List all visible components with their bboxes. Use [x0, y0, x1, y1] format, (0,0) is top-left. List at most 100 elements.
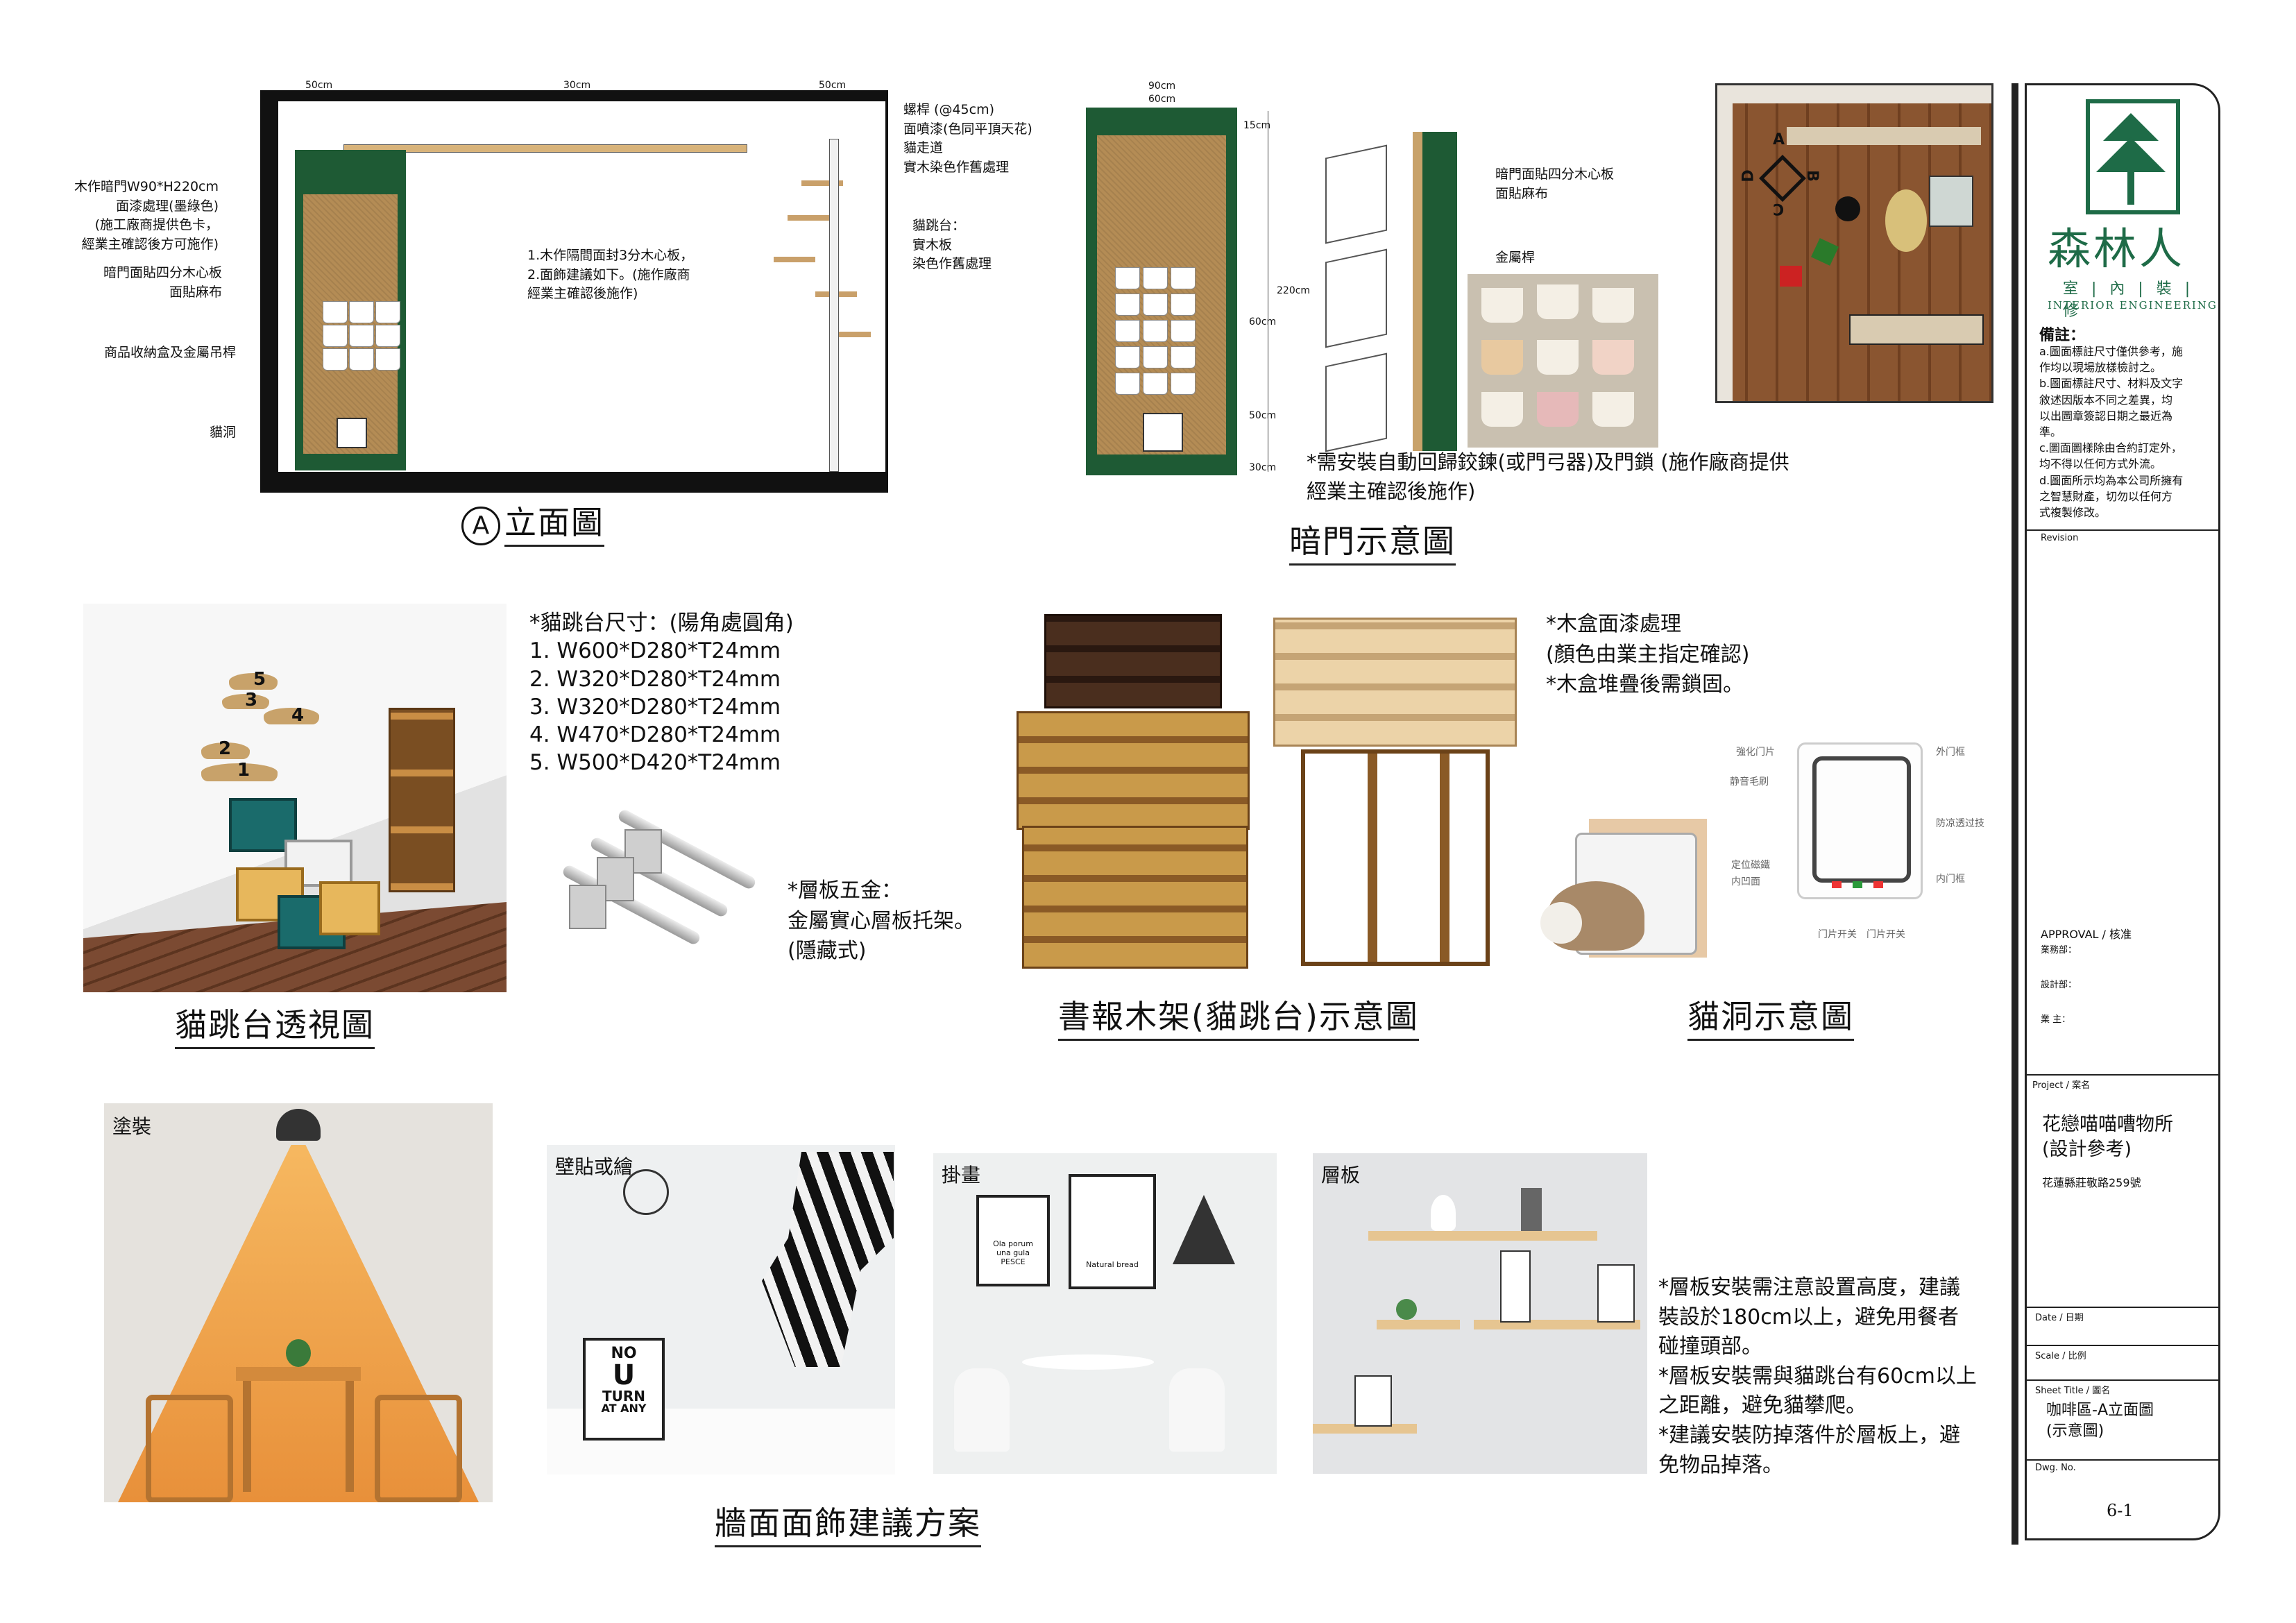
wall-shelf-photo: 層板 [1313, 1153, 1647, 1474]
approval-label: APPROVAL / 核准 [2041, 928, 2132, 941]
logo-text: 森林人 [2048, 223, 2186, 274]
crate-photo-dark-stack [1017, 614, 1252, 971]
revision-label: Revision [2041, 533, 2079, 543]
elevation-label-bins: 商品收納盒及金屬吊桿 [103, 345, 236, 360]
cat-step-3 [222, 694, 269, 709]
cat-platform-spec-item-3: 3. W320*D280*T24mm [529, 694, 781, 720]
cat-door-photo [1533, 742, 1707, 971]
cat-door-title: 貓洞示意圖 [1687, 999, 1854, 1041]
elevation-dim-3: 50cm [819, 80, 847, 91]
hidden-door-drawing [1086, 108, 1237, 475]
poster-bread: Natural bread [1069, 1174, 1156, 1289]
floor-plan-image: A B C D [1715, 83, 1993, 403]
title-block: 森林人 室 | 內 | 裝 | 修 INTERIOR ENGINEERING 備… [2012, 83, 2220, 1545]
logo-tree-icon [2086, 99, 2180, 214]
cat-perspective-render: 5 3 4 2 1 [83, 604, 507, 992]
project-name: 花戀喵喵嘈物所 (設計參考) [2042, 1114, 2173, 1161]
cat-step-5 [229, 673, 278, 690]
storage-bins-photo [1468, 274, 1658, 448]
cat-platform-spec-item-5: 5. W500*D420*T24mm [529, 750, 781, 776]
cat-door-label-8: 门片开关 [1818, 929, 1857, 940]
date-label: Date / 日期 [2035, 1313, 2084, 1323]
cat-platform-spec-item-1: 1. W600*D280*T24mm [529, 638, 781, 664]
sheet-title: 咖啡區-A立面圖 (示意圖) [2046, 1402, 2154, 1440]
cat-platform-spec-item-4: 4. W470*D280*T24mm [529, 722, 781, 748]
crates-title: 書報木架(貓跳台)示意圖 [1058, 999, 1419, 1041]
elevation-title: A 立面圖 [461, 505, 604, 547]
floor-plan-marker-d: D [1740, 169, 1758, 182]
cat-door-label-9: 门片开关 [1866, 929, 1905, 940]
poster-fish-text: Ola porum una gula PESCE [993, 1239, 1033, 1266]
notes-body: a.圖面標註尺寸僅供參考，施 作均以現場放樣檢討之。 b.圖面標註尺寸、材料及文… [2039, 345, 2184, 519]
wall-sticker-label: 壁貼或繪 [555, 1155, 633, 1178]
cat-door-label-1: 強化门片 [1736, 747, 1775, 758]
cat-step-1 [201, 763, 278, 781]
sign-line-2: U [612, 1359, 636, 1391]
wall-shelf-label: 層板 [1321, 1164, 1361, 1187]
poster-bread-text: Natural bread [1086, 1260, 1139, 1269]
elevation-title-text: 立面圖 [504, 505, 604, 547]
crate-photo-pale-stack [1273, 618, 1517, 966]
cat-door-label-5: 定位磁鐵 [1731, 860, 1770, 871]
cat-platform-spec-item-2: 2. W320*D280*T24mm [529, 666, 781, 692]
sign-line-4: AT ANY [601, 1402, 647, 1415]
dwg-label: Dwg. No. [2035, 1463, 2076, 1473]
elevation-label-door: 木作暗門W90*H220cm 面漆處理(墨綠色) (施工廠商提供色卡， 經業主確… [74, 179, 219, 252]
hidden-door-title: 暗門示意圖 [1289, 524, 1456, 566]
project-label: Project / 案名 [2032, 1080, 2091, 1091]
cat-hole [337, 418, 367, 448]
cat-door-label-6: 内门框 [1936, 874, 1965, 885]
hidden-door-label-rod: 金屬桿 [1495, 250, 1536, 265]
elevation-center-note: 1.木作隔間面封3分木心板， 2.面飾建議如下。(施作廠商 經業主確認後施作) [527, 248, 694, 302]
floor-plan-marker-a: A [1773, 131, 1785, 148]
cat-step-number-1: 1 [237, 760, 250, 781]
hidden-door-section [1318, 132, 1478, 452]
shelf-notes: *層板安裝需注意設置高度，建議 裝設於180cm以上，避免用餐者 碰撞頭部。 *… [1658, 1275, 1977, 1477]
cat-step-number-5: 5 [253, 669, 266, 690]
cat-door-label-2: 外门框 [1936, 747, 1965, 758]
sheet-title-label: Sheet Title / 圖名 [2035, 1386, 2111, 1396]
hidden-door-dim-height: 220cm [1277, 285, 1311, 296]
cat-door-label-4: 防凉透过技 [1936, 818, 1984, 829]
approval-line-1: 業務部： [2041, 945, 2077, 955]
elevation-label-ceiling: 螺桿 (@45cm) 面噴漆(色同平頂天花) 貓走道 實木染色作舊處理 [903, 102, 1032, 175]
elevation-label-panel: 暗門面貼四分木心板 面貼麻布 [103, 265, 222, 300]
cat-step-number-2: 2 [219, 738, 232, 759]
elevation-circle-letter: A [461, 506, 500, 545]
wall-art-photo: Ola porum una gula PESCE Natural bread 掛… [933, 1153, 1277, 1474]
hidden-door-dim-base: 30cm [1249, 462, 1277, 473]
wall-deco-title: 牆面面飾建議方案 [715, 1506, 981, 1547]
wall-paint-photo: 塗裝 [104, 1103, 493, 1502]
notes-heading: 備註： [2039, 327, 2086, 344]
logo-english: INTERIOR ENGINEERING [2048, 299, 2218, 312]
cat-step-2 [201, 742, 250, 759]
wall-sticker-photo: NO U TURN AT ANY 壁貼或繪 [547, 1145, 895, 1475]
logo-subtitle: 室 | 內 | 裝 | 修 [2063, 280, 2195, 320]
shelf-hardware-note: *層板五金： 金屬實心層板托架。 (隱藏式) [788, 878, 975, 963]
poster-fish: Ola porum una gula PESCE [976, 1195, 1050, 1286]
hidden-door-label-panel: 暗門面貼四分木心板 面貼麻布 [1495, 167, 1615, 201]
elevation-dim-1: 50cm [305, 80, 333, 91]
approval-line-3: 業 主： [2041, 1014, 2071, 1025]
cat-door-label-3: 静音毛刷 [1730, 776, 1769, 788]
hidden-door-dim-inner: 60cm [1148, 94, 1176, 105]
sign-line-3: TURN [602, 1388, 646, 1404]
cat-step-number-4: 4 [291, 705, 305, 726]
hidden-door-dim-low: 50cm [1249, 410, 1277, 421]
elevation-drawing: 1.木作隔間面封3分木心板， 2.面飾建議如下。(施作廠商 經業主確認後施作) [260, 90, 888, 493]
floor-plan-marker-b: B [1803, 170, 1821, 182]
cat-platform-spec-heading: *貓跳台尺寸：(陽角處圓角) [529, 611, 794, 636]
elevation-label-platform: 貓跳台： 實木板 染色作舊處理 [912, 218, 992, 272]
approval-line-2: 設計部： [2041, 980, 2077, 990]
elevation-dim-2: 30cm [563, 80, 591, 91]
scale-label: Scale / 比例 [2035, 1351, 2086, 1361]
dwg-number: 6-1 [2107, 1501, 2134, 1520]
cat-step-4 [264, 708, 319, 724]
shelf-bracket-photo [555, 808, 784, 982]
project-address: 花蓮縣莊敬路259號 [2042, 1176, 2141, 1189]
hidden-door-dim-width: 90cm [1148, 80, 1176, 92]
no-u-turn-sign: NO U TURN AT ANY [583, 1338, 665, 1441]
elevation-label-cathole: 貓洞 [209, 425, 236, 440]
cat-step-number-3: 3 [245, 690, 258, 711]
cat-perspective-title: 貓跳台透視圖 [175, 1008, 375, 1049]
